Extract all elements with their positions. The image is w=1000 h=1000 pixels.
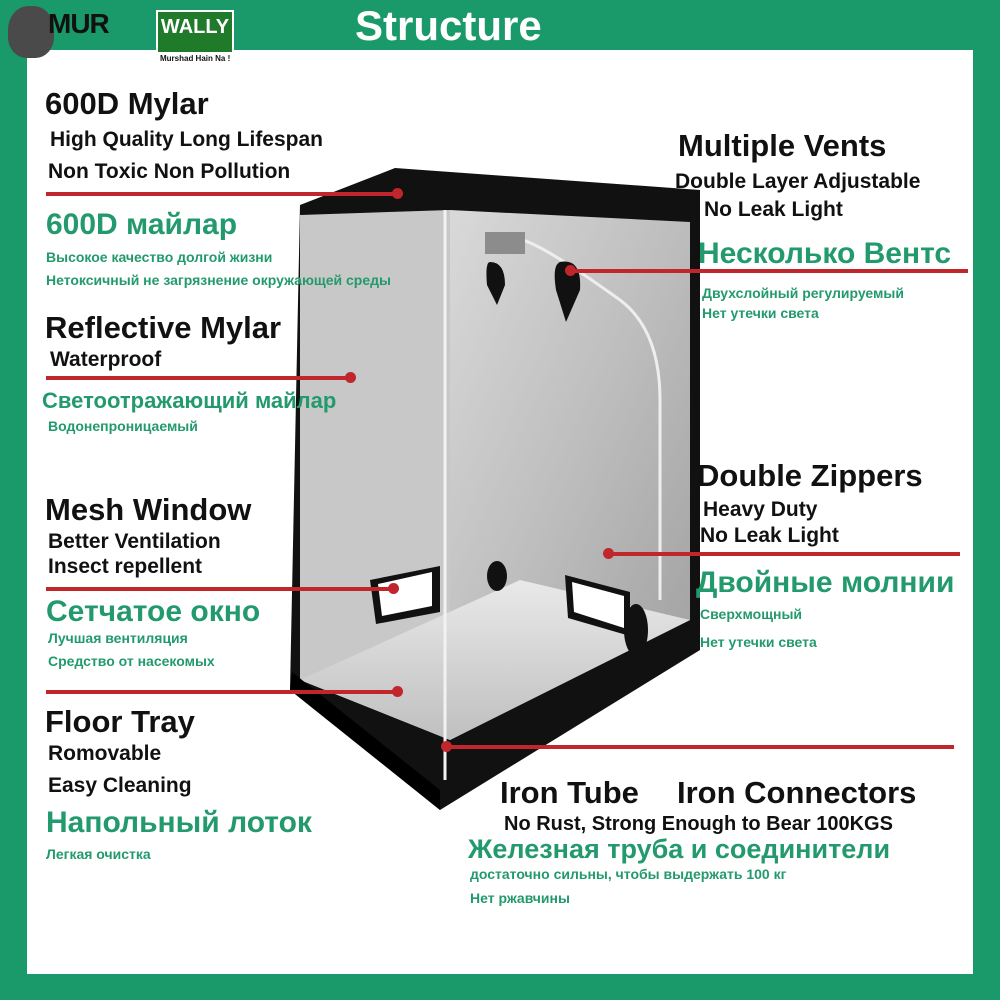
pointer-dot-iron [441, 741, 452, 752]
vents-line2-ru: Нет утечки света [702, 305, 819, 321]
mesh-title: Mesh Window [45, 492, 252, 527]
iron-tube-title: Iron Tube [500, 775, 639, 810]
logo-subtitle: Murshad Hain Na ! [160, 54, 231, 63]
vents-title-ru: Несколько Вентс [698, 237, 952, 270]
mylar-title-ru: 600D майлар [46, 208, 238, 241]
iron-connectors-title: Iron Connectors [677, 775, 917, 810]
pointer-line-mesh [46, 587, 394, 591]
pointer-line-zippers [608, 552, 960, 556]
mesh-line1-ru: Лучшая вентиляция [48, 630, 188, 646]
vent-sock-left [486, 262, 505, 305]
vent-sock-right [554, 261, 581, 322]
pointer-dot-mylar [392, 188, 403, 199]
mesh-line1: Better Ventilation [48, 530, 221, 553]
zippers-title-ru: Двойные молнии [696, 566, 955, 599]
vents-line2: No Leak Light [704, 198, 843, 221]
floor-line1: Romovable [48, 742, 162, 765]
pointer-dot-vents [565, 265, 576, 276]
zippers-line1: Heavy Duty [703, 498, 818, 521]
mylar-title: 600D Mylar [45, 86, 209, 121]
pointer-dot-zippers [603, 548, 614, 559]
mylar-line2: Non Toxic Non Pollution [48, 160, 291, 183]
duct-port-left [487, 561, 507, 591]
reflective-line1-ru: Водонепроницаемый [48, 418, 198, 434]
pointer-line-vents [570, 269, 968, 273]
mesh-line2-ru: Средство от насекомых [48, 653, 215, 669]
floor-line2: Easy Cleaning [48, 774, 192, 797]
zippers-line2-ru: Нет утечки света [700, 634, 817, 650]
duct-port-right [624, 604, 648, 656]
pointer-dot-reflective [345, 372, 356, 383]
zippers-line1-ru: Сверхмощный [700, 606, 803, 622]
reflective-title: Reflective Mylar [45, 310, 282, 345]
mylar-line2-ru: Нетоксичный не загрязнение окружающей ср… [46, 272, 391, 288]
mesh-line2: Insect repellent [48, 555, 203, 578]
pointer-dot-floor [392, 686, 403, 697]
pointer-dot-mesh [388, 583, 399, 594]
logo-portrait-icon [8, 6, 54, 58]
pointer-line-reflective [46, 376, 351, 380]
logo-mur-text: MUR [48, 8, 110, 39]
ceiling-vent [485, 232, 525, 254]
logo-wally-badge: WALLY [156, 10, 234, 54]
pointer-line-iron [446, 745, 954, 749]
pointer-line-mylar [46, 192, 398, 196]
zippers-title: Double Zippers [697, 458, 923, 493]
reflective-title-ru: Светоотражающий майлар [42, 388, 337, 413]
mylar-line1-ru: Высокое качество долгой жизни [46, 249, 273, 265]
page-title: Structure [355, 2, 542, 49]
floor-title: Floor Tray [45, 704, 195, 739]
vents-title: Multiple Vents [678, 128, 887, 163]
floor-title-ru: Напольный лоток [46, 806, 312, 839]
reflective-line1: Waterproof [50, 348, 162, 371]
brand-logo: MUR WALLY Murshad Hain Na ! [8, 4, 248, 66]
vents-line1-ru: Двухслойный регулируемый [702, 285, 904, 301]
zippers-line2: No Leak Light [700, 524, 839, 547]
iron-title-ru: Железная труба и соединители [468, 834, 891, 864]
iron-line1-ru: достаточно сильны, чтобы выдержать 100 к… [470, 866, 787, 882]
iron-line1: No Rust, Strong Enough to Bear 100KGS [504, 813, 893, 835]
mesh-title-ru: Сетчатое окно [46, 595, 261, 628]
mylar-line1: High Quality Long Lifespan [50, 128, 323, 151]
iron-line2-ru: Нет ржавчины [470, 890, 570, 906]
pointer-line-floor [46, 690, 398, 694]
title-bar: Structure [0, 0, 1000, 50]
vents-line1: Double Layer Adjustable [675, 170, 921, 193]
floor-line1-ru: Легкая очистка [46, 846, 151, 862]
